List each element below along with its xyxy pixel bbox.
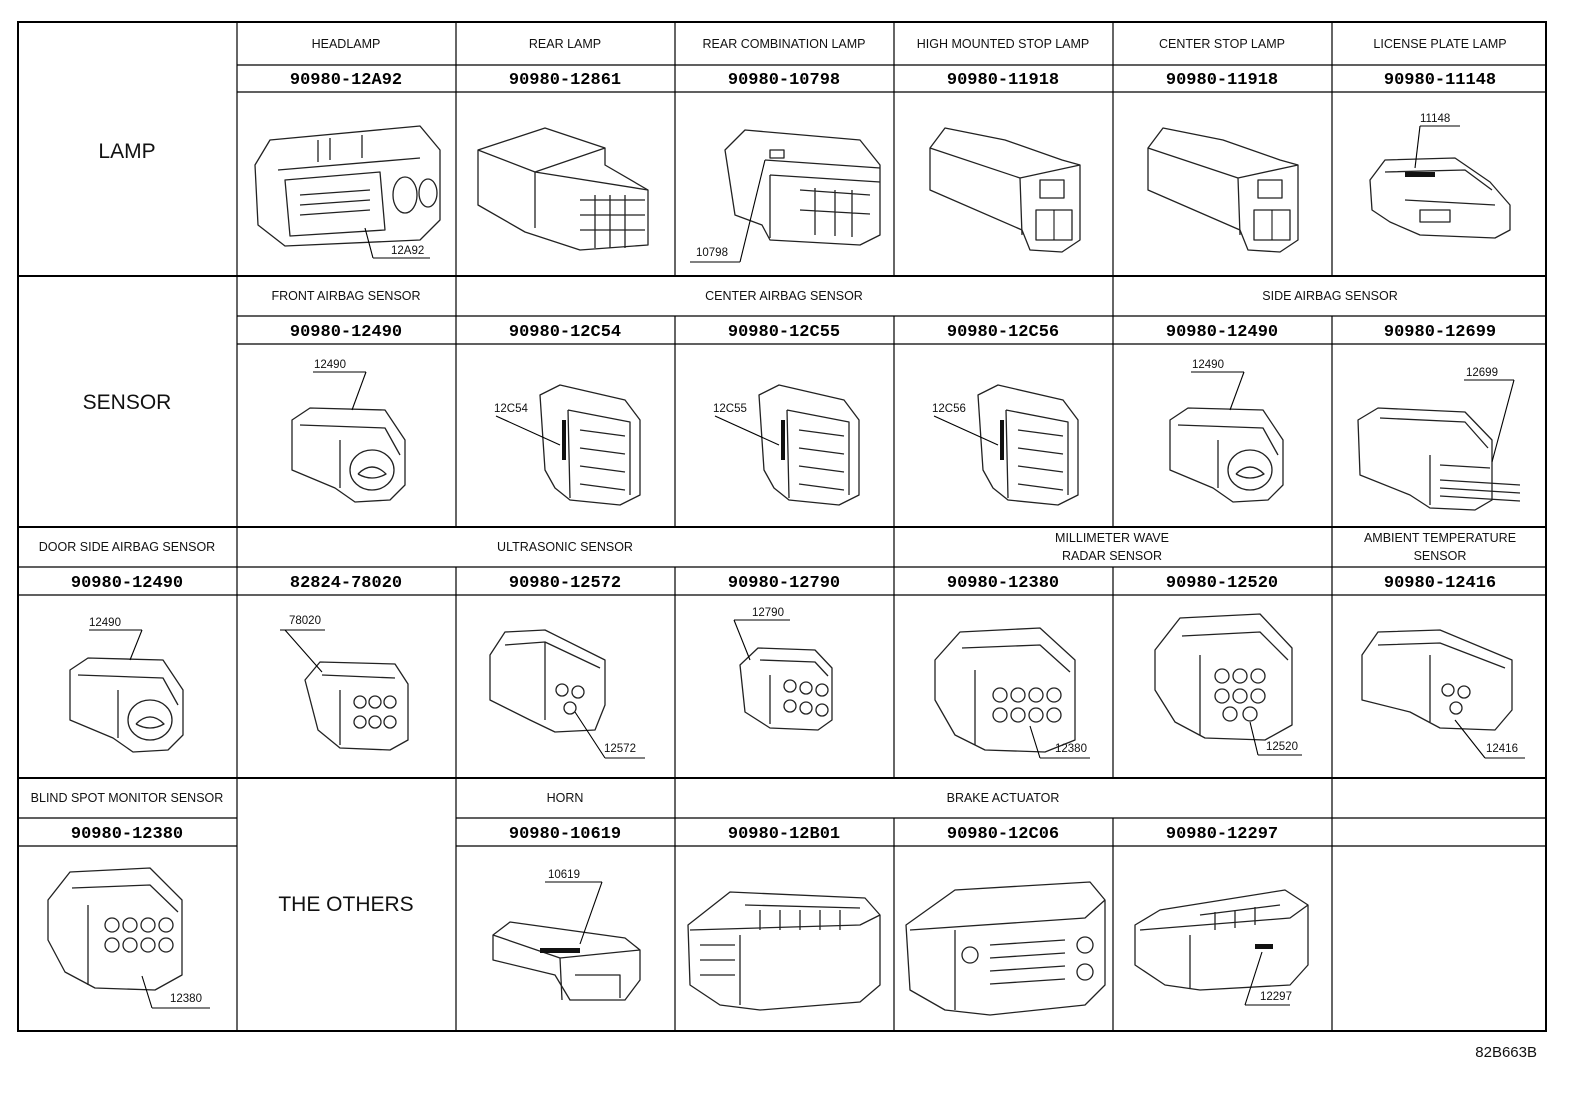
callout-label: 12790 [752, 607, 784, 619]
part-number: 90980-12699 [1384, 323, 1496, 342]
connector-drawing-center-airbag-sensor-12c55 [714, 384, 860, 506]
connector-drawing-center-airbag-sensor-12c56 [933, 384, 1079, 506]
part-number: 90980-12C55 [728, 323, 840, 342]
connector-drawing-horn [492, 881, 641, 1001]
caption-brake-actuator: BRAKE ACTUATOR [947, 791, 1060, 805]
caption-front-airbag-sensor: FRONT AIRBAG SENSOR [271, 289, 420, 303]
connector-drawing-rear-lamp [477, 127, 649, 251]
document-id: 82B663B [1475, 1044, 1537, 1061]
connector-drawing-center-airbag-sensor-12c54 [495, 384, 641, 506]
caption-blind-spot-monitor-sensor: BLIND SPOT MONITOR SENSOR [31, 791, 224, 805]
connector-drawing-license-plate-lamp [1369, 125, 1511, 239]
callout-label: 12C54 [494, 403, 528, 415]
part-number: 90980-12490 [1166, 323, 1278, 342]
callout-labels: 12A92 10798 11148 12490 12C54 12C55 12C5… [89, 113, 1518, 1005]
callout-label: 78020 [289, 615, 321, 627]
caption-license-plate-lamp: LICENSE PLATE LAMP [1373, 37, 1506, 51]
callout-label: 12699 [1466, 367, 1498, 379]
part-number: 90980-10798 [728, 71, 840, 90]
callout-label: 12C56 [932, 403, 966, 415]
callout-label: 12416 [1486, 743, 1518, 755]
caption-ambient-temp-line2: SENSOR [1414, 549, 1467, 563]
callout-label: 12C55 [713, 403, 747, 415]
part-number: 90980-11918 [1166, 71, 1278, 90]
group-label-sensor: SENSOR [83, 391, 172, 414]
callout-label: 10798 [696, 247, 728, 259]
caption-millimeter-wave-line2: RADAR SENSOR [1062, 549, 1162, 563]
part-number: 90980-12C06 [947, 825, 1059, 844]
callout-label: 12490 [1192, 359, 1224, 371]
connector-drawing-center-stop-lamp [1147, 127, 1299, 253]
part-number: 90980-12490 [290, 323, 402, 342]
part-number: 90980-11918 [947, 71, 1059, 90]
callout-label: 12A92 [391, 245, 424, 257]
connector-drawing-side-airbag-sensor-12699 [1357, 379, 1521, 511]
part-number: 82824-78020 [290, 574, 402, 593]
caption-millimeter-wave-line1: MILLIMETER WAVE [1055, 531, 1169, 545]
caption-center-stop-lamp: CENTER STOP LAMP [1159, 37, 1285, 51]
caption-high-mounted-stop-lamp: HIGH MOUNTED STOP LAMP [917, 37, 1089, 51]
callout-label: 11148 [1420, 113, 1450, 125]
connector-drawing-side-airbag-sensor-12490 [1169, 371, 1284, 503]
caption-horn: HORN [547, 791, 584, 805]
part-number: 90980-12C54 [509, 323, 621, 342]
part-number: 90980-12572 [509, 574, 621, 593]
connector-drawing-brake-actuator-12297 [1134, 889, 1309, 1006]
part-number: 90980-12520 [1166, 574, 1278, 593]
caption-side-airbag-sensor: SIDE AIRBAG SENSOR [1262, 289, 1397, 303]
connector-drawing-ultrasonic-12790 [733, 619, 833, 731]
grid [17, 21, 1547, 1032]
callout-label: 10619 [548, 869, 580, 881]
callout-label: 12297 [1260, 991, 1292, 1003]
callout-label: 12520 [1266, 741, 1298, 753]
part-number: 90980-12380 [947, 574, 1059, 593]
callout-label: 12572 [604, 743, 636, 755]
connector-drawing-rear-combination-lamp [690, 129, 881, 263]
caption-ultrasonic-sensor: ULTRASONIC SENSOR [497, 540, 633, 554]
part-numbers: 90980-12A92 90980-12861 90980-10798 9098… [71, 71, 1496, 844]
part-number: 90980-11148 [1384, 71, 1496, 90]
connector-drawing-brake-actuator-12b01 [687, 891, 881, 1011]
callout-label: 12490 [89, 617, 121, 629]
callout-label: 12490 [314, 359, 346, 371]
connector-drawing-headlamp [254, 125, 441, 247]
connector-drawing-door-side-airbag-sensor [69, 629, 184, 753]
connector-drawing-brake-actuator-12c06 [905, 881, 1106, 1016]
part-number: 90980-12790 [728, 574, 840, 593]
connector-drawing-millimeter-wave-12520 [1154, 613, 1302, 756]
group-label-others: THE OTHERS [278, 893, 413, 916]
caption-door-side-airbag-sensor: DOOR SIDE AIRBAG SENSOR [39, 540, 215, 554]
caption-ambient-temp-line1: AMBIENT TEMPERATURE [1364, 531, 1516, 545]
group-label-lamp: LAMP [98, 140, 155, 163]
connector-drawing-front-airbag-sensor [291, 371, 406, 503]
connector-drawing-ambient-temperature-12416 [1361, 629, 1525, 759]
part-number: 90980-12297 [1166, 825, 1278, 844]
connector-drawing-ultrasonic-78020 [280, 629, 409, 751]
connector-drawing-millimeter-wave-12380 [934, 627, 1090, 759]
part-number: 90980-12861 [509, 71, 621, 90]
callout-label: 12380 [170, 993, 202, 1005]
caption-rear-lamp: REAR LAMP [529, 37, 601, 51]
part-number: 90980-10619 [509, 825, 621, 844]
caption-center-airbag-sensor: CENTER AIRBAG SENSOR [705, 289, 863, 303]
connector-drawing-high-mounted-stop-lamp [929, 127, 1081, 253]
part-number: 90980-12A92 [290, 71, 402, 90]
connector-drawing-blind-spot-monitor-sensor [47, 867, 210, 1009]
connector-drawing-ultrasonic-12572 [489, 629, 645, 759]
part-number: 90980-12416 [1384, 574, 1496, 593]
caption-headlamp: HEADLAMP [312, 37, 381, 51]
caption-rear-combination-lamp: REAR COMBINATION LAMP [703, 37, 866, 51]
part-number: 90980-12C56 [947, 323, 1059, 342]
callout-label: 12380 [1055, 743, 1087, 755]
part-number: 90980-12B01 [728, 825, 840, 844]
part-number: 90980-12380 [71, 825, 183, 844]
part-number: 90980-12490 [71, 574, 183, 593]
captions: HEADLAMP REAR LAMP REAR COMBINATION LAMP… [31, 37, 1516, 805]
